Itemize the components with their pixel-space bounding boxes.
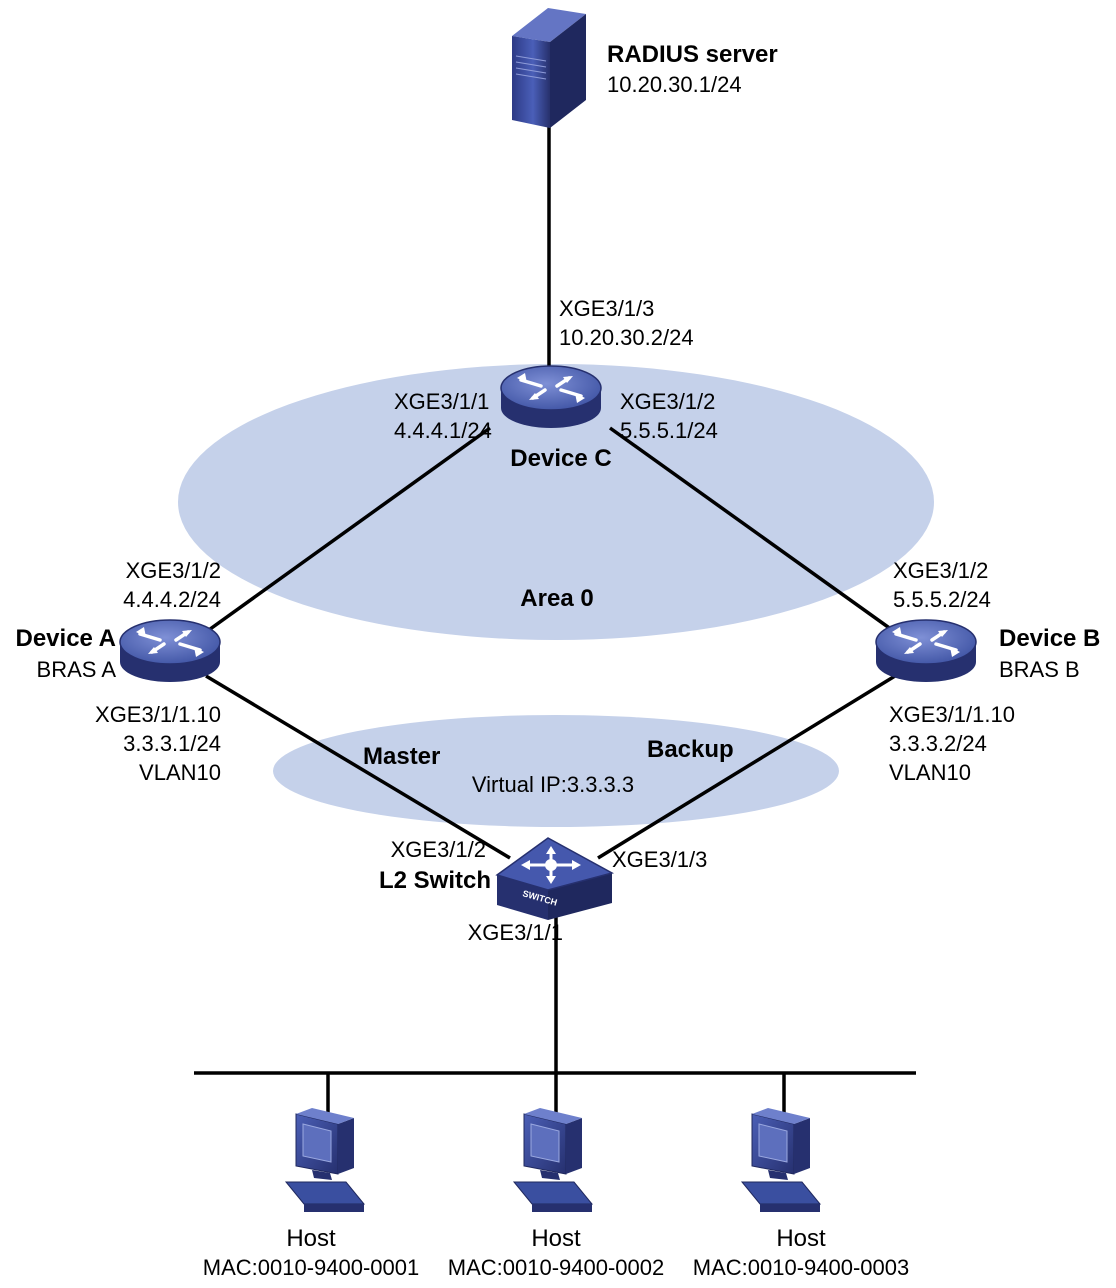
device-b-up-ip: 5.5.5.2/24 bbox=[893, 587, 991, 612]
server-ip: 10.20.30.1/24 bbox=[607, 72, 742, 97]
device-a-role: BRAS A bbox=[37, 657, 117, 682]
area-label: Area 0 bbox=[520, 585, 593, 612]
vrrp-virtual-ip: Virtual IP:3.3.3.3 bbox=[472, 772, 634, 797]
device-a-name: Device A bbox=[16, 625, 117, 652]
device-c-right-port: XGE3/1/2 bbox=[620, 389, 715, 414]
device-c-left-port: XGE3/1/1 bbox=[394, 389, 489, 414]
device-a-up-port: XGE3/1/2 bbox=[126, 558, 221, 583]
host-2-pc-icon bbox=[513, 1107, 593, 1213]
device-c-right-ip: 5.5.5.1/24 bbox=[620, 418, 718, 443]
device-c-top-ip: 10.20.30.2/24 bbox=[559, 325, 694, 350]
device-c-top-port: XGE3/1/3 bbox=[559, 296, 654, 321]
device-b-role: BRAS B bbox=[999, 657, 1080, 682]
vrrp-group-region bbox=[273, 715, 839, 827]
device-c-router-icon bbox=[499, 364, 603, 430]
host-2-mac: MAC:0010-9400-0002 bbox=[448, 1255, 664, 1280]
area-0-region bbox=[178, 364, 934, 640]
host-1-pc-icon bbox=[285, 1107, 365, 1213]
host-2-label: Host bbox=[531, 1225, 581, 1252]
link-devicec-deviceb bbox=[608, 426, 897, 634]
device-b-vlan: VLAN10 bbox=[889, 760, 971, 785]
switch-right-port: XGE3/1/3 bbox=[612, 847, 707, 872]
device-a-down-ip: 3.3.3.1/24 bbox=[123, 731, 221, 756]
host-3-label: Host bbox=[776, 1225, 826, 1252]
device-b-name: Device B bbox=[999, 625, 1100, 652]
link-devicec-devicea bbox=[204, 426, 492, 634]
device-b-down-ip: 3.3.3.2/24 bbox=[889, 731, 987, 756]
device-b-router-icon bbox=[874, 618, 978, 684]
device-b-down-port: XGE3/1/1.10 bbox=[889, 702, 1015, 727]
vrrp-master-label: Master bbox=[363, 743, 440, 770]
device-b-up-port: XGE3/1/2 bbox=[893, 558, 988, 583]
device-a-down-port: XGE3/1/1.10 bbox=[95, 702, 221, 727]
link-deviceb-switch bbox=[597, 674, 896, 860]
device-a-router-icon bbox=[118, 618, 222, 684]
host-3-mac: MAC:0010-9400-0003 bbox=[693, 1255, 909, 1280]
device-a-up-ip: 4.4.4.2/24 bbox=[123, 587, 221, 612]
switch-name: L2 Switch bbox=[379, 867, 491, 894]
server-tower-icon bbox=[512, 8, 586, 128]
device-c-left-ip: 4.4.4.1/24 bbox=[394, 418, 492, 443]
switch-icon: SWITCH bbox=[495, 837, 615, 920]
host-3-pc-icon bbox=[741, 1107, 821, 1213]
link-devicea-switch bbox=[205, 674, 511, 860]
switch-down-port: XGE3/1/1 bbox=[468, 920, 563, 945]
device-c-name: Device C bbox=[510, 445, 611, 472]
host-1-label: Host bbox=[286, 1225, 336, 1252]
switch-left-port: XGE3/1/2 bbox=[391, 837, 486, 862]
vrrp-backup-label: Backup bbox=[647, 736, 734, 763]
host-1-mac: MAC:0010-9400-0001 bbox=[203, 1255, 419, 1280]
server-name: RADIUS server bbox=[607, 41, 778, 68]
device-a-vlan: VLAN10 bbox=[139, 760, 221, 785]
